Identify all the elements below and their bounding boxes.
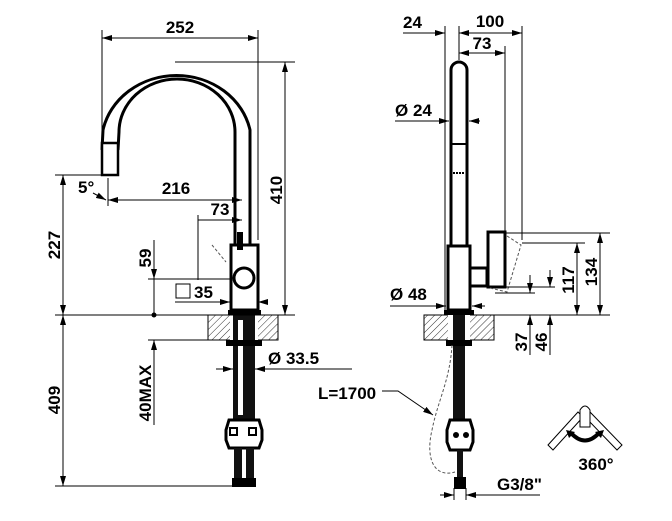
clamp-hole <box>463 432 469 438</box>
side-view: 24 100 73 Ø 24 Ø 48 117 134 37 46 L=1700… <box>318 12 610 500</box>
rotation-handle <box>579 405 591 428</box>
hose-right <box>246 448 254 480</box>
shank <box>453 315 465 420</box>
hose-end <box>454 477 466 489</box>
handle-alt-position <box>489 235 522 293</box>
nut <box>226 340 262 346</box>
clamp-hole <box>248 427 257 436</box>
handle-lever <box>237 232 243 250</box>
angle-arrow <box>92 192 107 201</box>
front-view: 252 410 216 5° 73 227 59 35 40MAX 409 <box>45 18 352 487</box>
mixer-body <box>446 244 472 312</box>
clamp <box>445 418 475 452</box>
dim-252-label: 252 <box>166 18 194 37</box>
spout-outer <box>100 74 252 245</box>
rotation-arm-left <box>547 411 584 451</box>
dim-117-label: 117 <box>559 266 578 293</box>
shank-gap <box>238 320 243 415</box>
dim-73-label: 73 <box>211 200 230 219</box>
handle-hub <box>232 266 256 290</box>
dim-33-5-label: Ø 33.5 <box>268 349 319 368</box>
clamp-hole <box>229 427 238 436</box>
spout-angle-label: 5° <box>78 178 94 197</box>
handle <box>486 230 507 289</box>
dim-24-label: 24 <box>403 13 422 32</box>
hose-left <box>234 448 242 480</box>
dim-37-label: 37 <box>512 333 531 352</box>
dim-35-label: 35 <box>194 283 213 302</box>
spout-tube <box>449 60 469 245</box>
dim-410-label: 410 <box>267 176 286 204</box>
handle-connector <box>468 266 489 288</box>
thread-label: G3/8" <box>497 475 542 494</box>
base-flange <box>228 310 261 315</box>
dim-46-label: 46 <box>532 333 551 352</box>
shank <box>233 315 255 420</box>
rotation-arrowheads <box>566 430 604 438</box>
dim-216-label: 216 <box>162 179 190 198</box>
base-flange <box>444 310 474 315</box>
handle-alt-position <box>211 244 227 263</box>
rotation-360-icon <box>547 405 623 451</box>
dim-134-label: 134 <box>582 257 601 286</box>
dim-409-label: 409 <box>45 386 64 414</box>
dim-40max-label: 40MAX <box>136 364 155 421</box>
dim-100-label: 100 <box>476 12 504 31</box>
spout-inner <box>116 77 237 245</box>
hose <box>457 450 463 478</box>
rotation-arm-right <box>585 411 623 451</box>
dim-227-label: 227 <box>45 231 64 259</box>
hose-length-label: L=1700 <box>318 384 376 403</box>
pull-out-hose <box>429 344 456 474</box>
dim-73-side-label: 73 <box>473 34 492 53</box>
leader-line <box>382 390 434 416</box>
dim-24-dia-label: Ø 24 <box>395 101 432 120</box>
spray-head <box>100 141 120 177</box>
rotation-arrow <box>569 431 601 443</box>
rotation-label: 360° <box>578 455 613 474</box>
dim-point <box>151 312 157 318</box>
dim-48-label: Ø 48 <box>390 285 427 304</box>
square-icon <box>175 283 191 299</box>
nut <box>446 340 472 346</box>
hose-ends <box>232 478 256 487</box>
clamp-hole <box>453 432 459 438</box>
dim-59-label: 59 <box>136 249 155 268</box>
